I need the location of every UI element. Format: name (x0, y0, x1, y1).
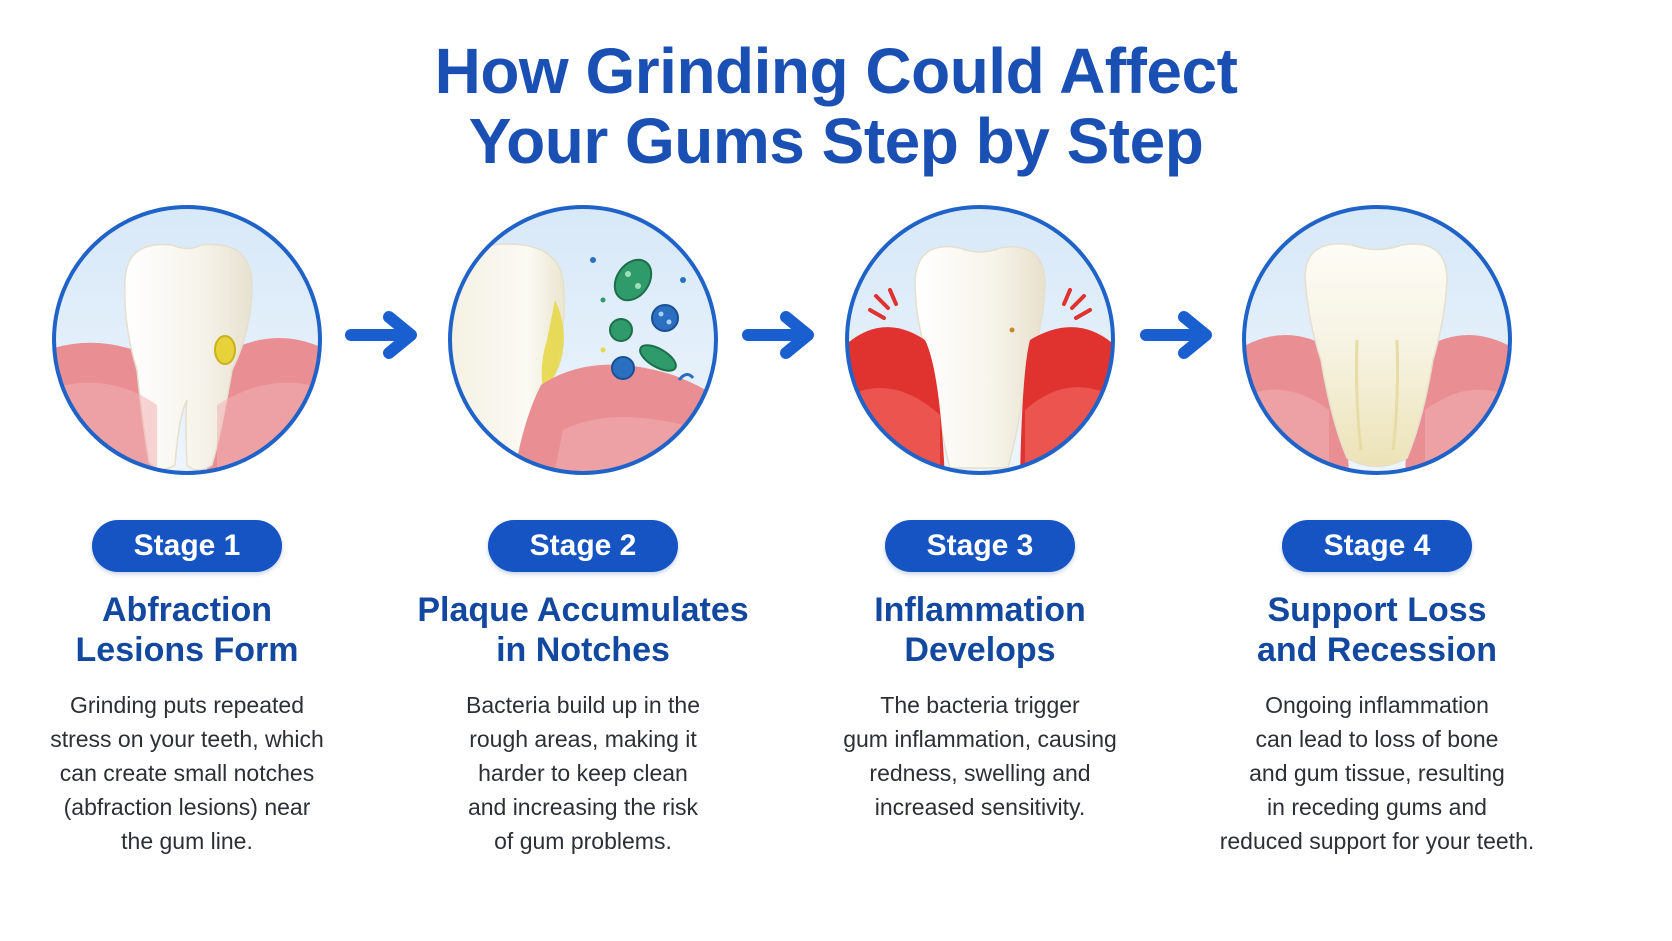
title-line-1: How Grinding Could Affect (434, 35, 1238, 107)
title-line-2: Your Gums Step by Step (468, 105, 1204, 177)
stage-1-desc-line-3: can create small notches (59, 760, 315, 786)
stage-1-desc-line-1: Grinding puts repeated (70, 692, 304, 718)
stage-2-desc-line-4: and increasing the risk (467, 794, 699, 820)
stage-1-heading-line-1: Abfraction (102, 591, 272, 629)
stage-2-heading-line-1: Plaque Accumulates (417, 591, 749, 629)
stage-2-description: Bacteria build up in the rough areas, ma… (393, 688, 773, 858)
tooth-inflamed-gum-icon (845, 205, 1115, 475)
stage-4-desc-line-5: reduced support for your teeth. (1219, 828, 1535, 854)
stage-2-desc-line-2: rough areas, making it (469, 726, 697, 752)
stage-3-desc-line-1: The bacteria trigger (880, 692, 1080, 718)
stage-2-badge: Stage 2 (488, 520, 678, 572)
stage-3-heading-line-1: Inflammation (874, 591, 1086, 629)
stage-4-badge: Stage 4 (1282, 520, 1472, 572)
stage-4-desc-line-3: and gum tissue, resulting (1249, 760, 1505, 786)
stage-1-heading: Abfraction Lesions Form (0, 590, 377, 670)
stage-3-illustration (840, 200, 1120, 480)
stage-1-illustration (47, 200, 327, 480)
stage-1-description: Grinding puts repeated stress on your te… (0, 688, 377, 858)
arrow-right-icon (742, 311, 814, 359)
stage-1-desc-line-5: the gum line. (121, 828, 253, 854)
stage-1-desc-line-4: (abfraction lesions) near (63, 794, 311, 820)
stage-2-illustration (443, 200, 723, 480)
stage-3-desc-line-4: increased sensitivity. (874, 794, 1086, 820)
stage-2-desc-line-5: of gum problems. (494, 828, 672, 854)
stage-2-heading-line-2: in Notches (496, 631, 670, 669)
arrow-right-icon (1140, 311, 1212, 359)
stage-4-description: Ongoing inflammation can lead to loss of… (1187, 688, 1567, 858)
stage-3-desc-line-3: redness, swelling and (869, 760, 1091, 786)
stage-2-desc-line-1: Bacteria build up in the (466, 692, 700, 718)
arrow-right-icon (345, 311, 417, 359)
stage-2-desc-line-3: harder to keep clean (478, 760, 688, 786)
stage-4-desc-line-2: can lead to loss of bone (1255, 726, 1499, 752)
stage-4-heading: Support Loss and Recession (1187, 590, 1567, 670)
stage-2-heading: Plaque Accumulates in Notches (393, 590, 773, 670)
stage-1-badge: Stage 1 (92, 520, 282, 572)
stage-1-heading-line-2: Lesions Form (75, 631, 299, 669)
stage-3-description: The bacteria trigger gum inflammation, c… (790, 688, 1170, 824)
stage-3-badge: Stage 3 (885, 520, 1075, 572)
tooth-abfraction-icon (52, 205, 322, 475)
stage-1-desc-line-2: stress on your teeth, which (50, 726, 324, 752)
stage-4-heading-line-2: and Recession (1257, 631, 1497, 669)
stage-3-heading: Inflammation Develops (790, 590, 1170, 670)
stage-4-desc-line-4: in receding gums and (1267, 794, 1487, 820)
stage-3-heading-line-2: Develops (904, 631, 1056, 669)
tooth-plaque-bacteria-icon (448, 205, 718, 475)
stage-4-desc-line-1: Ongoing inflammation (1265, 692, 1489, 718)
tooth-receding-gum-icon (1242, 205, 1512, 475)
stage-4-heading-line-1: Support Loss (1267, 591, 1487, 629)
page-title: How Grinding Could Affect Your Gums Step… (0, 36, 1672, 176)
stage-3-desc-line-2: gum inflammation, causing (843, 726, 1117, 752)
stage-4-illustration (1237, 200, 1517, 480)
